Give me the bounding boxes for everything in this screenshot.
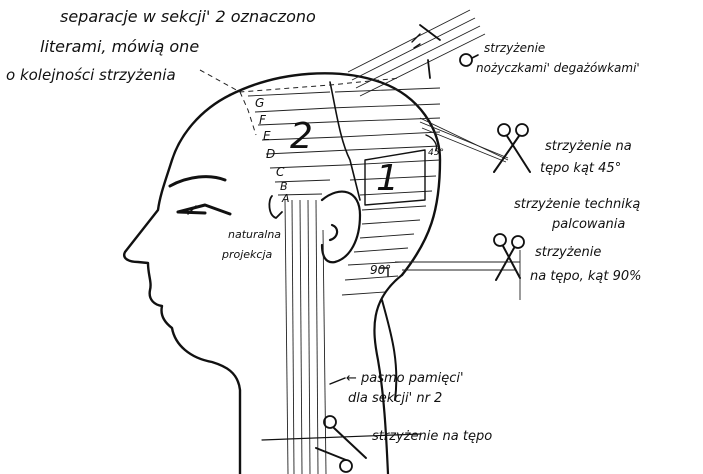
sideburn: [269, 196, 282, 218]
section-1-number: 1: [376, 158, 399, 199]
cut45-label-1: strzyżenie na: [545, 139, 632, 154]
razor-label-1: strzyżenie: [484, 41, 545, 55]
angle-45-label: 45°: [428, 148, 444, 158]
letter-f: F: [259, 113, 267, 127]
header-line-1: separacje w sekcji' 2 oznaczono: [60, 7, 316, 26]
eye: [178, 205, 230, 214]
technique-label-2: palcowania: [551, 217, 625, 232]
head-outline: [124, 95, 240, 474]
header-notes: separacje w sekcji' 2 oznaczono literami…: [6, 7, 316, 84]
vertical-dashed-line: [240, 92, 256, 135]
section-divider: [330, 82, 360, 200]
letter-g: G: [255, 96, 264, 110]
razor-label-2: nożyczkami' degażówkami': [476, 61, 640, 75]
natural-label-1: naturalna: [228, 228, 281, 241]
scissors-bottom-icon: [316, 416, 366, 472]
letter-e: E: [263, 129, 271, 143]
guide-label-2: dla sekcji' nr 2: [348, 391, 442, 406]
cut90-label-2: na tępo, kąt 90%: [530, 269, 642, 284]
scissors-90-icon: [494, 234, 524, 280]
angle-90-label: 90°: [370, 263, 391, 277]
header-line-3: o kolejności strzyżenia: [6, 66, 176, 84]
guide-arrow: [330, 378, 345, 384]
guide-label-1: ← pasmo pamięci': [346, 371, 464, 386]
razor-diagram: [348, 10, 485, 96]
blunt-cut-label: strzyżenie na tępo: [372, 429, 492, 444]
razor-icon: [460, 54, 472, 66]
letter-d: D: [266, 147, 275, 161]
letters-column: G F E D C B A: [255, 96, 290, 205]
header-line-2: literami, mówią one: [40, 37, 199, 56]
natural-label-2: projekcja: [221, 248, 273, 261]
technique-label-1: strzyżenie techniką: [514, 197, 640, 212]
cut90-label-1: strzyżenie: [535, 245, 601, 260]
eyebrow: [170, 177, 225, 186]
section-2-number: 2: [290, 116, 313, 157]
scissors-45-icon: [494, 124, 530, 172]
guide-strand: [285, 200, 326, 474]
cut45-label-2: tępo kąt 45°: [540, 161, 621, 176]
letter-c: C: [276, 165, 285, 179]
